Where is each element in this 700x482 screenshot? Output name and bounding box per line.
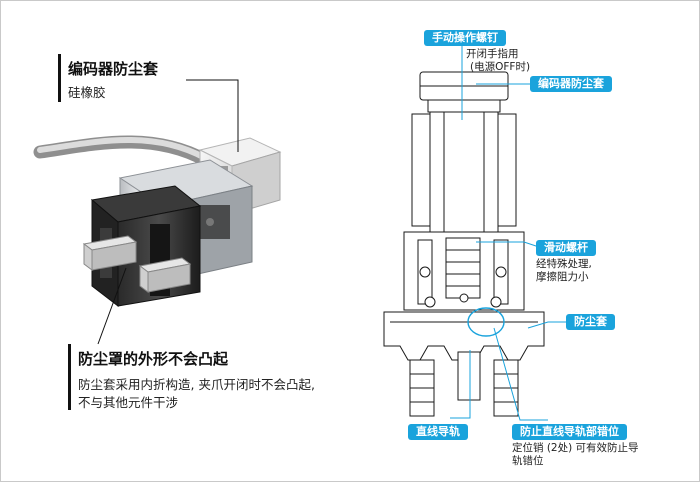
dust-cover-title: 防尘罩的外形不会凸起 xyxy=(78,350,229,368)
accent-bar-encoder xyxy=(58,54,61,102)
encoder-cover-material: 硅橡胶 xyxy=(68,85,106,100)
manual-note-line-2: (电源OFF时) xyxy=(470,61,531,73)
dust-cover-desc-line-2: 不与其他元件干涉 xyxy=(78,395,179,410)
label-encoder-cover: 编码器防尘套 xyxy=(530,76,612,92)
label-slide-screw: 滑动螺杆 xyxy=(536,240,596,256)
slide-note-line-2: 摩擦阻力小 xyxy=(536,271,589,283)
encoder-cover-title: 编码器防尘套 xyxy=(68,60,159,78)
anti-note-line-1: 定位销 (2处) 可有效防止导 xyxy=(512,442,639,454)
cross-section-drawing xyxy=(383,71,545,417)
dust-cover-desc-line-1: 防尘套采用内折构造, 夹爪开闭时不会凸起, xyxy=(78,377,315,392)
leader-lines-right xyxy=(450,44,568,421)
pin-highlight-circle xyxy=(467,307,505,337)
dust-boot xyxy=(90,185,202,308)
label-anti-misalign: 防止直线导轨部错位 xyxy=(512,424,627,440)
label-linear-guide: 直线导轨 xyxy=(408,424,468,440)
accent-bar-dust xyxy=(68,344,71,410)
label-manual-screw: 手动操作螺钉 xyxy=(424,30,506,46)
slide-note-line-1: 经特殊处理, xyxy=(536,258,592,270)
gripper-fingers xyxy=(82,235,192,293)
manual-note-line-1: 开闭手指用 xyxy=(466,48,519,60)
leader-encoder-cover xyxy=(186,79,239,152)
label-dust-cover: 防尘套 xyxy=(566,314,615,330)
leader-dust-cover xyxy=(97,267,127,345)
anti-note-line-2: 轨错位 xyxy=(512,455,544,467)
